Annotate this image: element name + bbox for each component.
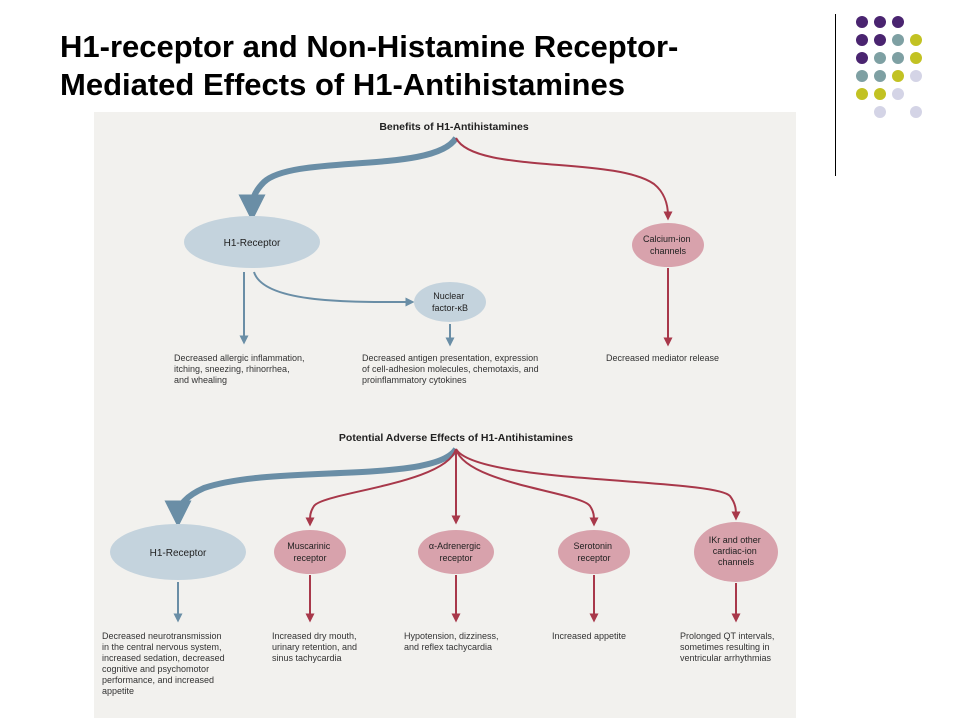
alpha-adrenergic-node — [418, 530, 494, 574]
vertical-divider — [835, 14, 836, 176]
effect-allergic-text: Decreased allergic inflammation, itching… — [174, 353, 307, 385]
muscarinic-node — [274, 530, 346, 574]
calcium-channels-label: Calcium-ion channels — [643, 234, 693, 256]
decorative-dot — [856, 16, 868, 28]
decorative-dot — [874, 16, 886, 28]
effect-hypotension-text: Hypotension, dizziness, and reflex tachy… — [404, 631, 501, 652]
arrow-to-ikr-channels — [455, 448, 741, 521]
antihistamine-diagram: Benefits of H1-Antihistamines H1-Recepto… — [94, 112, 796, 718]
effect-mediator-text: Decreased mediator release — [606, 353, 719, 363]
benefits-heading: Benefits of H1-Antihistamines — [379, 121, 529, 133]
decorative-dot — [892, 34, 904, 46]
decorative-dot — [910, 106, 922, 118]
decorative-dot — [856, 70, 868, 82]
decorative-dot — [910, 70, 922, 82]
decorative-dot — [910, 34, 922, 46]
diagram-canvas: Benefits of H1-Antihistamines H1-Recepto… — [102, 121, 778, 696]
decorative-dot — [892, 70, 904, 82]
decorative-dot — [892, 88, 904, 100]
h1-receptor-adverse-label: H1-Receptor — [150, 548, 207, 559]
decorative-dot — [874, 88, 886, 100]
benefits-heading-text: Benefits of H1-Antihistamines — [379, 121, 529, 133]
arrow-to-serotonin — [455, 448, 599, 527]
h1-receptor-adverse-node — [110, 524, 246, 580]
arrow-to-h1-receptor-benefit — [238, 136, 459, 222]
arrow-to-nfkb — [253, 271, 415, 307]
decorative-dot — [874, 70, 886, 82]
effect-antigen-text: Decreased antigen presentation, expressi… — [362, 353, 541, 385]
effect-appetite-text: Increased appetite — [552, 631, 626, 641]
adverse-heading: Potential Adverse Effects of H1-Antihist… — [339, 432, 573, 444]
alpha-adrenergic-label: α-Adrenergic receptor — [429, 541, 483, 563]
calcium-channels-node — [632, 223, 704, 267]
decorative-dot — [892, 52, 904, 64]
arrow-to-h1-receptor-adverse — [164, 447, 459, 528]
decorative-dot — [874, 34, 886, 46]
h1-receptor-benefit-label: H1-Receptor — [224, 238, 281, 249]
decorative-dot — [856, 34, 868, 46]
ikr-channels-node — [694, 522, 778, 582]
slide-title: H1-receptor and Non-Histamine Receptor- … — [60, 28, 820, 104]
serotonin-label: Serotonin receptor — [573, 541, 614, 563]
adverse-heading-text: Potential Adverse Effects of H1-Antihist… — [339, 432, 573, 444]
decorative-dot — [874, 52, 886, 64]
arrow-to-muscarinic — [305, 448, 457, 527]
decorative-dot — [910, 52, 922, 64]
decorative-dot — [892, 16, 904, 28]
slide-title-line-1: H1-receptor and Non-Histamine Receptor- — [60, 29, 679, 64]
arrow-to-calcium-channels — [455, 137, 673, 221]
decorative-dot — [856, 52, 868, 64]
effect-cns-text: Decreased neurotransmission in the centr… — [102, 631, 227, 696]
decorative-dot-grid — [856, 16, 922, 118]
h1-receptor-benefit-node — [184, 216, 320, 268]
ikr-channels-label: IKr and other cardiac-ion channels — [709, 535, 764, 567]
nfkb-label: Nuclear factor-κB — [432, 291, 468, 313]
slide-title-line-2: Mediated Effects of H1-Antihistamines — [60, 67, 625, 102]
decorative-dot — [874, 106, 886, 118]
effect-dry-mouth-text: Increased dry mouth, urinary retention, … — [272, 631, 360, 663]
effect-qt-text: Prolonged QT intervals, sometimes result… — [680, 631, 777, 663]
nfkb-node — [414, 282, 486, 322]
decorative-dot — [856, 88, 868, 100]
serotonin-node — [558, 530, 630, 574]
muscarinic-label: Muscarinic receptor — [287, 541, 333, 563]
